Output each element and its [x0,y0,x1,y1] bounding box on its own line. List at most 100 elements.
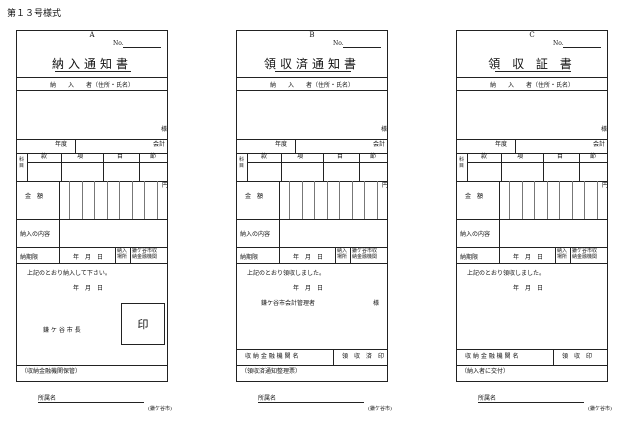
rule-line [17,90,167,91]
rule-line [546,181,548,219]
due-date-value: 年 月 日 [513,254,544,261]
rule-line [17,263,167,264]
number-line [563,47,601,48]
number-label: No. [113,40,124,47]
rule-line [237,139,387,140]
rule-line [237,153,387,154]
rule-line [467,162,608,163]
rule-line [333,349,334,365]
rule-line [364,181,365,219]
subject-label: 科目 [19,157,25,169]
institution-label: 鎌ケ谷市収 納金融機関 [352,248,378,260]
institution-label: 鎌ケ谷市収 納金融機関 [572,248,598,260]
rule-line [323,153,324,181]
rule-line [17,219,167,220]
due-date-label: 納期限 [460,254,479,261]
kou-label: 項 [77,153,84,160]
number-label: No. [333,40,344,47]
rule-line [596,181,598,219]
rule-line [279,247,280,263]
rule-line [457,219,607,220]
rule-line [59,247,60,263]
receipt-stamp-label: 領 収 印 [562,353,593,360]
rule-line [237,365,387,366]
contents-label: 納入の内容 [240,231,271,238]
kan-label: 款 [41,153,48,160]
footer-note: （納入者に交付） [461,368,510,375]
rule-line [314,181,315,219]
sama-label-b: 様 [373,300,380,307]
rule-line [457,90,607,91]
rule-line [119,181,120,219]
affiliation-line [38,402,144,403]
rule-line [584,181,585,219]
rule-line [17,77,167,78]
slip-letter: B [309,31,315,39]
yen-label: 円 [602,182,609,189]
slip-letter: C [529,31,535,39]
rule-line [499,219,500,247]
payer-header: 納 入 者（住所・氏名） [269,82,354,89]
rule-line [106,181,108,219]
rule-line [237,349,387,350]
affiliation-line [478,402,584,403]
amount-label: 金 額 [465,193,484,200]
rule-line [359,153,360,181]
rule-line [457,77,607,78]
rule-line [457,153,607,154]
slip-title: 領 収 証 書 [488,57,576,71]
rule-line [279,219,280,247]
number-line [343,47,381,48]
moku-label: 目 [337,153,344,160]
kou-label: 項 [297,153,304,160]
rule-line [61,153,62,181]
title-underline [495,71,571,72]
city-name: (鎌ケ谷市) [588,406,612,412]
institution-label: 鎌ケ谷市収 納金融機関 [132,248,158,260]
rule-line [237,247,387,248]
due-date-label: 納期限 [20,254,39,261]
rule-line [69,181,70,219]
rule-line [579,153,580,181]
rule-line [27,162,168,163]
rule-line [103,153,104,181]
receiving-bank-label: 収 納 金 融 機 関 名 [245,353,299,360]
rule-line [521,181,523,219]
footer-note: （収納金融機関保管） [21,368,82,375]
number-line [123,47,161,48]
rule-line [295,139,296,153]
rule-line [237,219,387,220]
date-line: 年 月 日 [73,285,104,292]
rule-line [335,247,336,263]
sama-label: 様 [161,126,168,133]
rule-line [237,181,387,182]
rule-line [279,181,280,219]
contents-label: 納入の内容 [20,231,51,238]
rule-line [17,153,167,154]
issuer-name: 鎌 ケ 谷 市 長 [43,327,81,334]
rule-line [376,181,378,219]
rule-line [350,247,351,263]
account-label: 会計 [153,141,166,148]
footer-note: （領収済通知整理票） [241,368,302,375]
rule-line [499,247,500,263]
affiliation-label: 所属名 [38,395,57,402]
rule-line [534,181,535,219]
rule-line [17,139,167,140]
amount-label: 金 額 [245,193,264,200]
rule-line [339,181,340,219]
rule-line [247,153,248,181]
rule-line [281,153,282,181]
rule-line [555,247,556,263]
yen-label: 円 [382,182,389,189]
payer-header: 納 入 者（住所・氏名） [489,82,574,89]
rule-line [237,77,387,78]
receipt-stamp-label: 領 収 済 印 [342,353,385,360]
rule-line [553,349,554,365]
subject-label: 科目 [459,157,465,169]
contents-label: 納入の内容 [460,231,491,238]
rule-line [509,181,510,219]
rule-line [130,247,131,263]
